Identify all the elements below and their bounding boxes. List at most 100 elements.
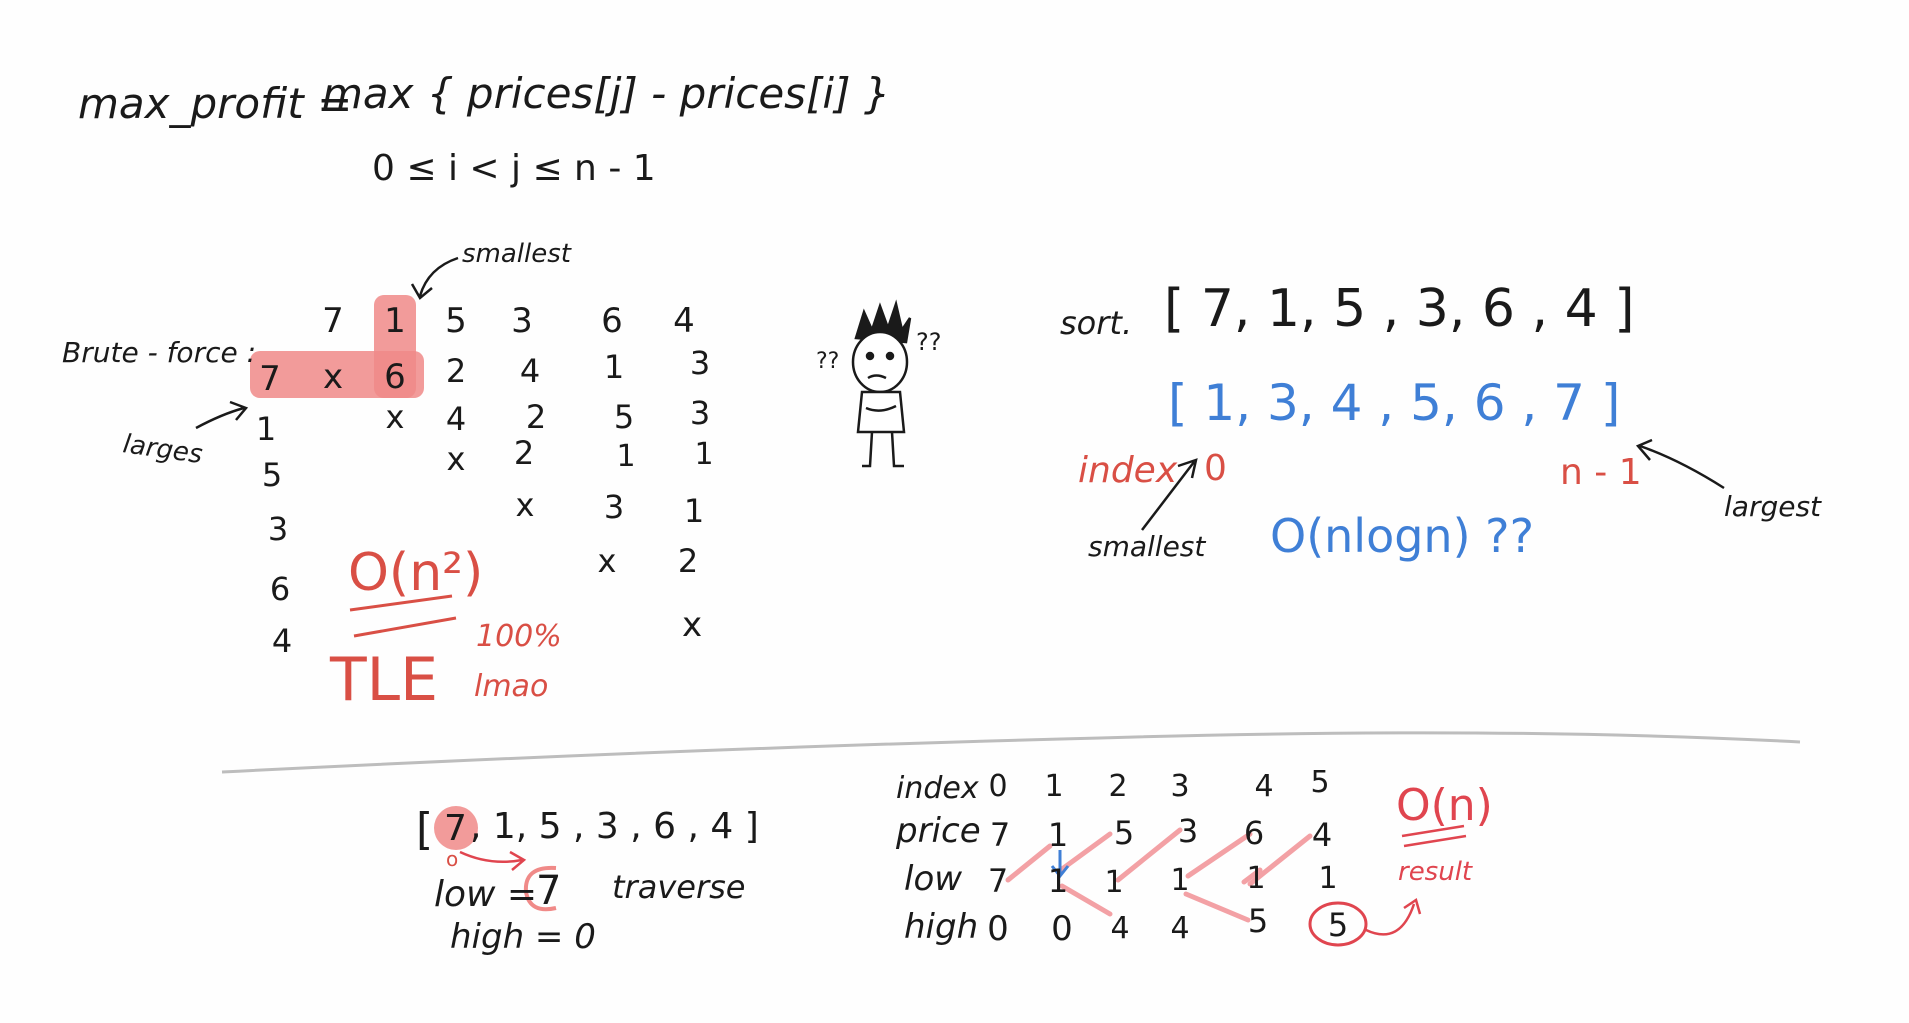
traverse-pointer: o: [446, 847, 458, 871]
traverse-arrow: [459, 850, 523, 864]
index-arrow: [1141, 461, 1195, 531]
low-value-circle: [523, 865, 557, 912]
grid-row-header: 6: [270, 570, 290, 608]
result-circle: [1308, 901, 1368, 947]
result-label: result: [1398, 857, 1473, 887]
table-cell: 1: [1104, 865, 1123, 900]
table-cell: 1: [1044, 769, 1063, 804]
grid-cross: x: [447, 440, 466, 478]
table-cell: 4: [1170, 911, 1189, 946]
brute-force-complexity: O(n²): [348, 543, 483, 603]
formula-lhs: max_profit =: [78, 79, 352, 128]
grid-header: 4: [673, 301, 695, 341]
grid-cell: 3: [604, 488, 624, 526]
table-cell: 5: [1328, 906, 1348, 944]
table-cell: 1: [1048, 816, 1068, 854]
grid-cross: x: [682, 605, 702, 645]
grid-cell: 1: [694, 437, 713, 472]
table-cell: 4: [1110, 911, 1129, 946]
grid-header: 6: [601, 301, 623, 341]
largest-arrow-sort: [1639, 444, 1725, 490]
grid-cell: 4: [446, 400, 466, 438]
grid-cell: 3: [690, 344, 710, 382]
confused-figure-icon: [851, 299, 912, 468]
grid-header: 3: [511, 301, 533, 341]
grid-row-header: 1: [256, 410, 276, 448]
largest-arrow: [195, 406, 245, 430]
table-row-label: index: [896, 771, 979, 806]
result-arrow-head: [1403, 898, 1422, 915]
formula-constraint: 0 ≤ i < j ≤ n - 1: [372, 148, 656, 189]
largest-arrow-sort-head: [1635, 438, 1653, 461]
result-arrow: [1365, 903, 1416, 936]
grid-cell: 5: [614, 398, 634, 436]
last-index-label: n - 1: [1560, 452, 1642, 493]
first-element-highlight: [434, 806, 478, 850]
table-cell: 1: [1246, 861, 1265, 896]
table-cell: 7: [988, 862, 1008, 900]
index-zero: 0: [1204, 448, 1227, 489]
table-cell: 0: [987, 909, 1009, 949]
table-cell: 3: [1170, 769, 1189, 804]
table-complexity-underline: [1401, 824, 1467, 848]
grid-header: 7: [322, 301, 344, 341]
table-cell: 1: [1048, 862, 1068, 900]
smallest-label: smallest: [462, 239, 572, 269]
traverse-arrow-head: [509, 850, 527, 871]
grid-cell: 3: [690, 394, 710, 432]
grid-cell: 1: [604, 348, 624, 386]
traverse-first: 7: [444, 808, 467, 849]
table-cell: 6: [1244, 814, 1264, 852]
index-arrow-head: [1177, 458, 1198, 479]
sort-complexity: O(nlogn) ??: [1270, 509, 1534, 563]
low-update-arrow-icon: [1050, 850, 1070, 879]
brute-force-label: Brute - force :: [62, 336, 256, 369]
grid-cross: x: [323, 357, 343, 397]
low-line: low =: [434, 874, 537, 915]
index-label: index: [1078, 450, 1178, 491]
section-divider: [221, 731, 1801, 774]
table-cell: 0: [988, 769, 1007, 804]
grid-cell: 2: [526, 398, 546, 436]
grid-cell: 2: [514, 434, 534, 472]
grid-header: 1: [384, 301, 406, 341]
smallest-arrow: [418, 256, 459, 297]
grid-cell: 1: [616, 439, 635, 474]
traverse-label: traverse: [612, 868, 745, 906]
largest-label: larges: [121, 429, 204, 470]
grid-cell: 4: [520, 352, 540, 390]
table-cell: 4: [1254, 769, 1273, 804]
grid-row-header: 7: [259, 359, 281, 399]
table-cell: 2: [1108, 769, 1127, 804]
confused-marks-left: ??: [816, 349, 839, 374]
table-cell: 1: [1170, 863, 1189, 898]
grid-header: 5: [445, 301, 467, 341]
grid-row-header: 5: [262, 456, 282, 494]
table-cell: 3: [1178, 812, 1198, 850]
grid-row-header: 3: [268, 510, 288, 548]
sort-largest-label: largest: [1724, 490, 1822, 523]
sort-input-array: [ 7, 1, 5 , 3, 6 , 4 ]: [1164, 279, 1635, 339]
tle-label: TLE: [329, 645, 438, 715]
table-cell: 0: [1051, 909, 1073, 949]
grid-cell: 2: [446, 352, 466, 390]
tle-note-percent: 100%: [476, 619, 562, 654]
grid-cell: 6: [384, 357, 406, 397]
table-cell: 1: [1318, 861, 1337, 896]
table-row-label: low: [904, 859, 962, 899]
grid-cross: x: [516, 486, 535, 524]
table-cell: 5: [1248, 902, 1268, 940]
traverse-bracket: [: [416, 804, 433, 855]
table-pink-arrows: [1005, 827, 1313, 923]
sorted-array: [ 1, 3, 4 , 5, 6 , 7 ]: [1168, 374, 1620, 432]
table-cell: 4: [1312, 816, 1332, 854]
table-row-label: price: [895, 811, 981, 851]
sort-smallest-label: smallest: [1088, 530, 1206, 563]
traverse-array-rest: , 1, 5 , 3 , 6 , 4 ]: [470, 806, 759, 847]
low-value: 7: [536, 868, 561, 914]
high-line: high = 0: [450, 917, 596, 957]
grid-cross: x: [386, 398, 405, 436]
tle-note-lmao: lmao: [474, 669, 548, 704]
table-cell: 5: [1114, 814, 1134, 852]
